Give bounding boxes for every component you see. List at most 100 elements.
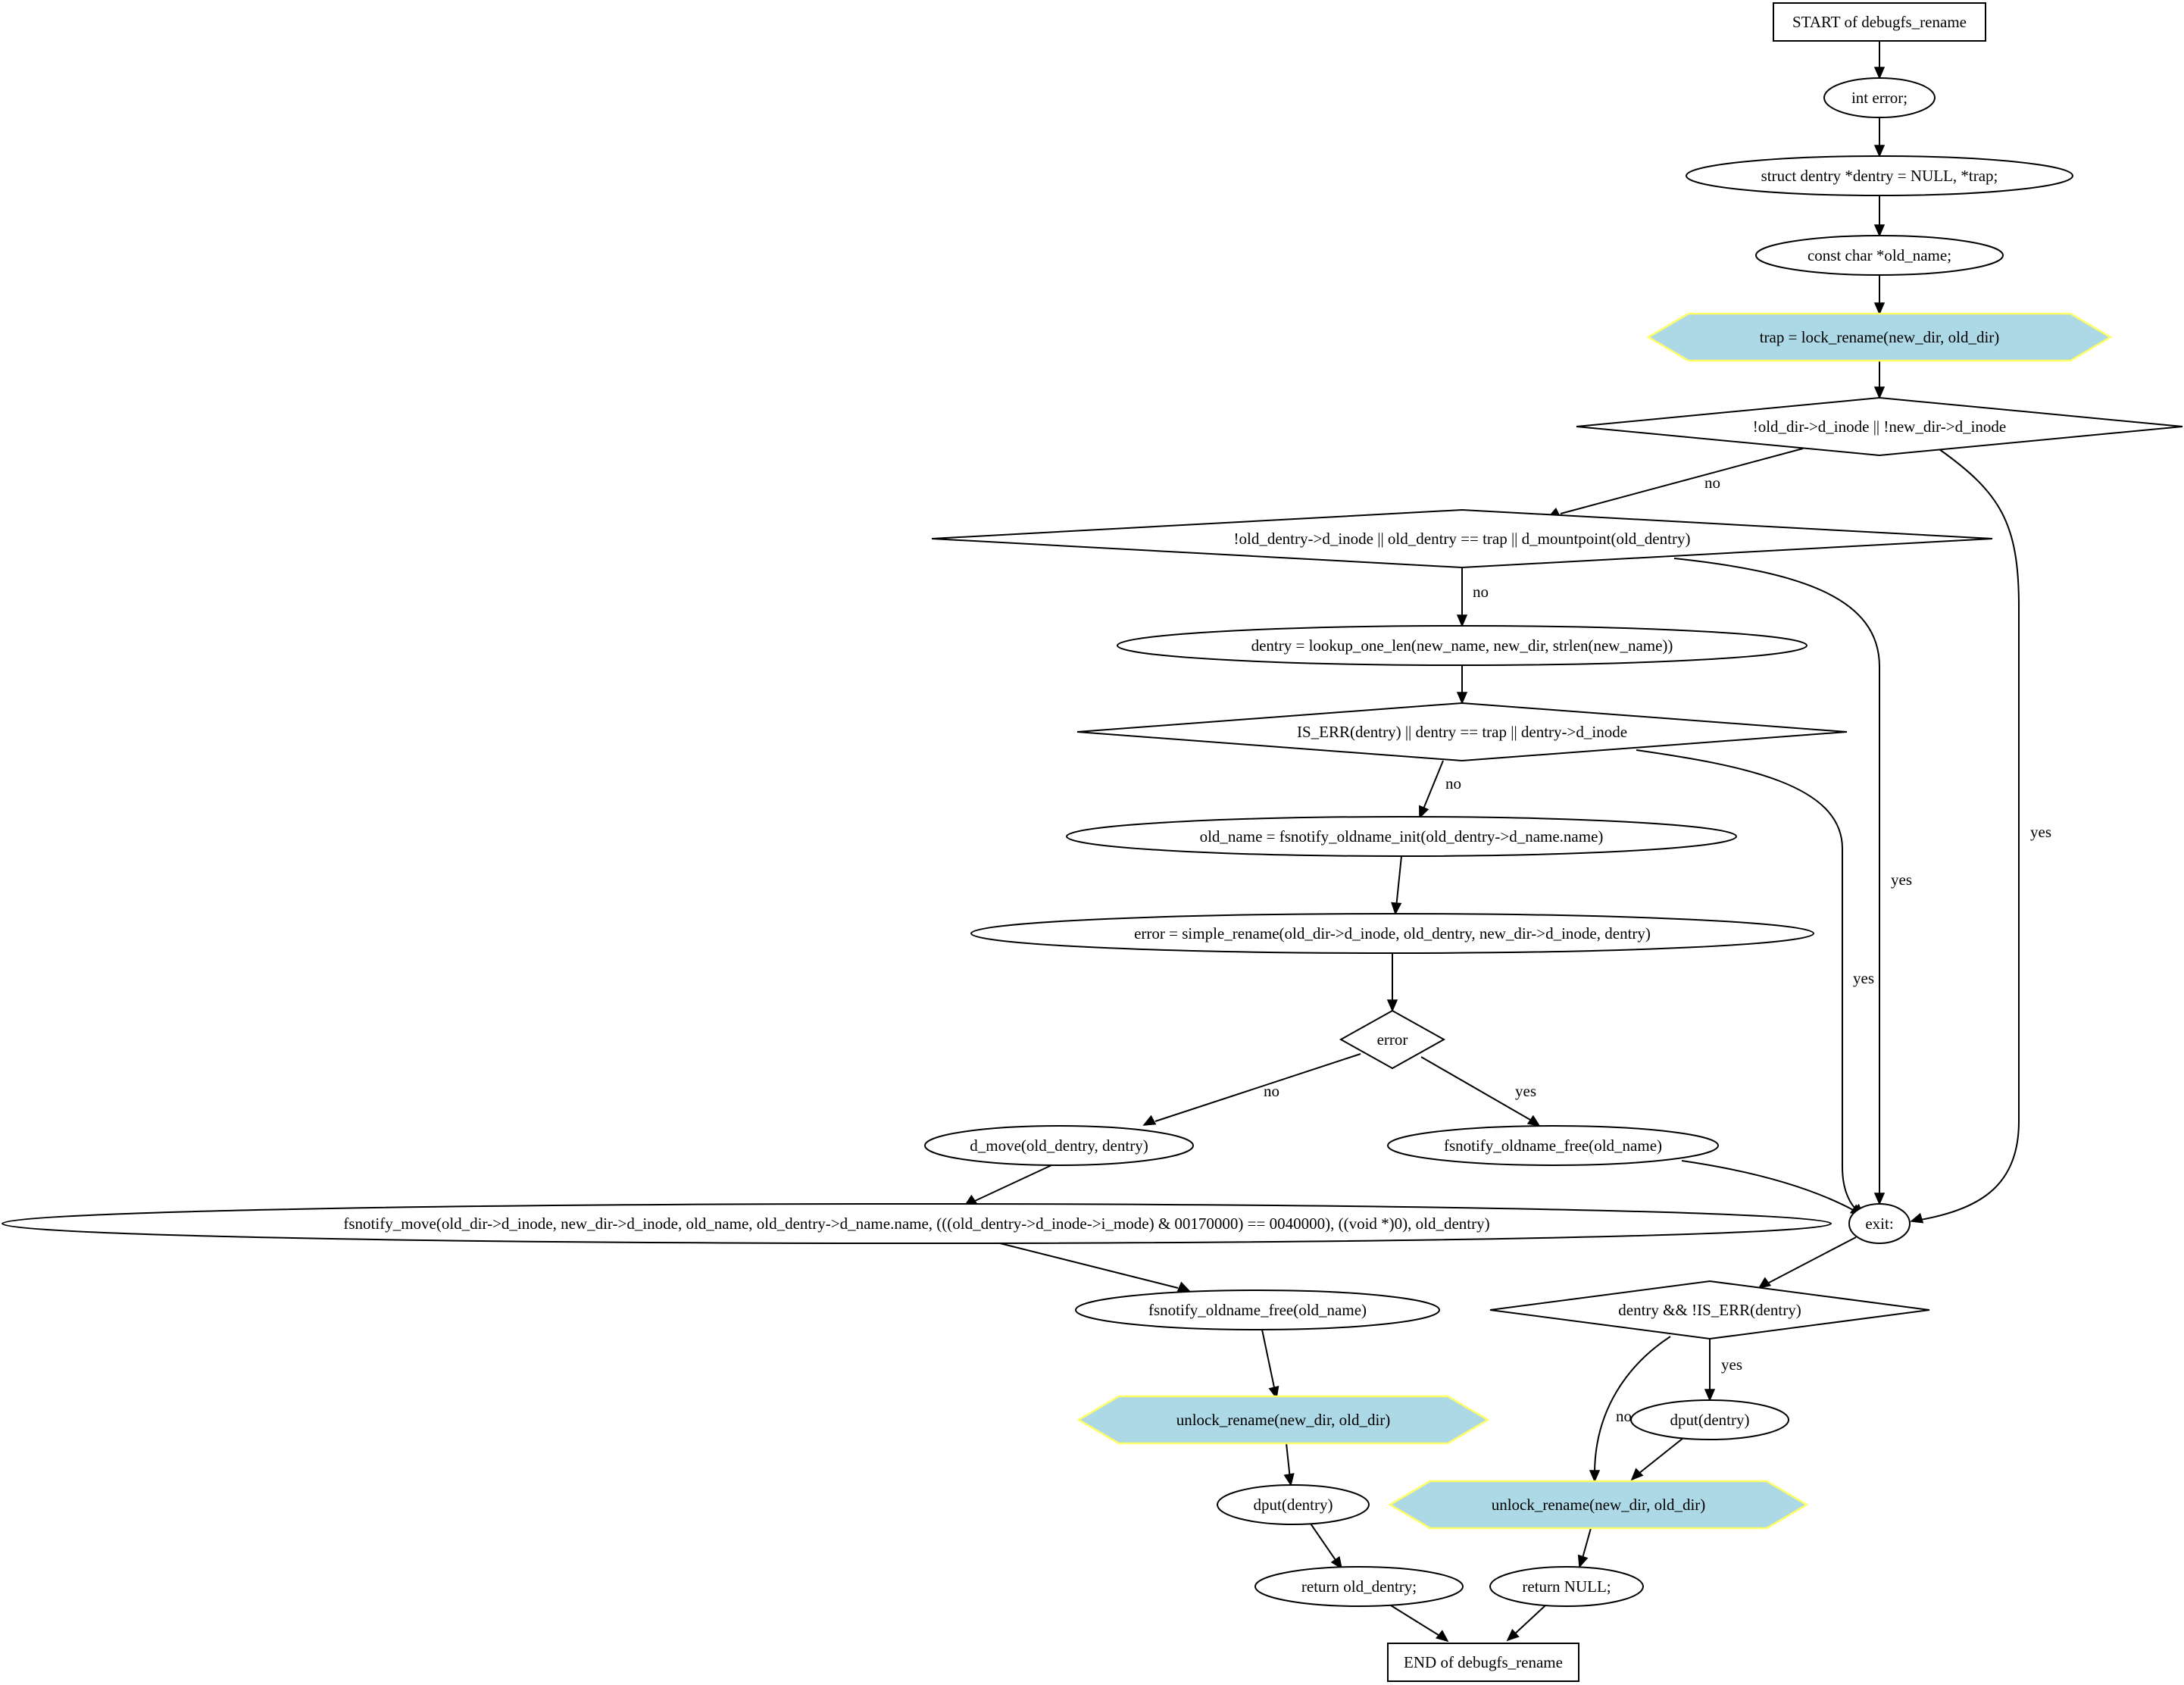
edge-label: yes xyxy=(1853,969,1874,987)
arrowhead xyxy=(1456,692,1468,705)
arrowhead xyxy=(1268,1385,1279,1399)
arrowhead xyxy=(1758,1277,1772,1290)
node-end: END of debugfs_rename xyxy=(1387,1643,1579,1682)
edge-n-dentry-decl-to-n-oldname-decl xyxy=(1873,195,1886,237)
edge-n-oldname-init-to-n-simple-rename xyxy=(1391,855,1402,915)
node-d-dir-inode: !old_dir->d_inode || !new_dir->d_inode xyxy=(1576,396,2183,457)
edge-d-dentry-ok-to-n-dput2 xyxy=(1704,1339,1716,1402)
node-label: error xyxy=(1377,1030,1408,1049)
edge-line xyxy=(1920,449,2020,1221)
node-n-error-decl: int error; xyxy=(1823,77,1936,118)
arrowhead xyxy=(1873,1193,1886,1205)
arrowhead xyxy=(1910,1212,1924,1224)
edge-label: yes xyxy=(2030,823,2051,841)
edge-d-dir-inode-to-n-exit xyxy=(1910,449,2020,1224)
edge-line xyxy=(1390,1605,1442,1637)
arrowhead xyxy=(1176,1281,1191,1292)
node-label: unlock_rename(new_dir, old_dir) xyxy=(1492,1496,1706,1514)
node-n-lookup: dentry = lookup_one_len(new_name, new_di… xyxy=(1117,625,1808,666)
edge-start-to-n-error-decl xyxy=(1873,41,1886,80)
node-n-unlock2: unlock_rename(new_dir, old_dir) xyxy=(1388,1480,1809,1530)
arrowhead xyxy=(1419,805,1429,819)
edge-n-exit-to-d-dentry-ok xyxy=(1758,1236,1857,1290)
edge-d-dir-inode-to-d-old-dentry xyxy=(1547,448,1804,518)
edge-label: no xyxy=(1616,1407,1632,1425)
arrowhead xyxy=(1577,1554,1589,1568)
arrowhead xyxy=(1456,614,1468,627)
node-shape xyxy=(931,508,1993,569)
node-n-d-move: d_move(old_dentry, dentry) xyxy=(924,1125,1194,1166)
arrowhead xyxy=(1873,145,1886,158)
edge-n-dput1-to-n-return-old xyxy=(1310,1523,1343,1570)
node-shape xyxy=(1388,1480,1809,1530)
edge-n-return-null-to-end xyxy=(1506,1605,1546,1642)
edge-line xyxy=(1420,1056,1531,1121)
edge-n-d-move-to-n-fsnotify-move xyxy=(964,1164,1052,1207)
node-shape xyxy=(1387,1125,1719,1166)
edge-d-old-dentry-to-n-exit xyxy=(1673,558,1886,1205)
arrowhead xyxy=(1391,902,1402,915)
edge-n-unlock2-to-n-return-null xyxy=(1577,1527,1592,1568)
edge-n-unlock1-to-n-dput1 xyxy=(1283,1443,1295,1486)
node-shape xyxy=(1489,1280,1930,1340)
node-shape xyxy=(1630,1399,1789,1440)
node-label: dput(dentry) xyxy=(1254,1496,1333,1514)
edge-label: yes xyxy=(1891,871,1912,889)
node-label: return NULL; xyxy=(1522,1577,1611,1596)
edge-n-lock-to-d-dir-inode xyxy=(1873,361,1886,399)
node-d-is-err: IS_ERR(dentry) || dentry == trap || dent… xyxy=(1076,702,1848,762)
node-label: error = simple_rename(old_dir->d_inode, … xyxy=(1134,924,1651,943)
edge-label: no xyxy=(1704,474,1720,492)
edge-line xyxy=(1560,448,1804,514)
edge-label: no xyxy=(1473,583,1489,601)
node-shape xyxy=(970,913,1814,954)
node-shape xyxy=(1076,1395,1490,1445)
node-shape xyxy=(1489,1566,1644,1607)
node-n-free2: fsnotify_oldname_free(old_name) xyxy=(1075,1290,1440,1330)
node-start: START of debugfs_rename xyxy=(1773,2,1986,42)
edge-n-error-decl-to-n-dentry-decl xyxy=(1873,117,1886,158)
arrowhead xyxy=(1386,999,1398,1012)
arrowhead xyxy=(1873,224,1886,237)
node-shape xyxy=(2,1203,1832,1244)
edge-n-fsnotify-move-to-n-free2 xyxy=(999,1243,1191,1292)
arrowhead xyxy=(1506,1628,1520,1642)
node-shape xyxy=(1848,1203,1911,1244)
edge-line xyxy=(1768,1236,1857,1283)
node-n-lock: trap = lock_rename(new_dir, old_dir) xyxy=(1646,312,2113,362)
node-label: START of debugfs_rename xyxy=(1792,13,1967,31)
node-label: fsnotify_move(old_dir->d_inode, new_dir-… xyxy=(343,1215,1489,1233)
node-shape xyxy=(1686,155,2073,196)
edge-line xyxy=(1395,855,1402,908)
node-label: d_move(old_dentry, dentry) xyxy=(970,1136,1148,1155)
node-shape xyxy=(1076,702,1848,762)
node-label: struct dentry *dentry = NULL, *trap; xyxy=(1761,167,1998,185)
edge-line xyxy=(1261,1329,1276,1392)
edge-n-simple-rename-to-d-error xyxy=(1386,953,1398,1012)
edge-label: no xyxy=(1445,774,1461,792)
node-shape xyxy=(1387,1643,1579,1682)
arrowhead xyxy=(1330,1555,1343,1570)
edge-line xyxy=(1638,1437,1684,1474)
node-n-dput1: dput(dentry) xyxy=(1217,1484,1370,1525)
node-shape xyxy=(1339,1009,1446,1070)
node-n-fsnotify-move: fsnotify_move(old_dir->d_inode, new_dir-… xyxy=(2,1203,1832,1244)
node-n-oldname-init: old_name = fsnotify_oldname_init(old_den… xyxy=(1066,816,1737,857)
edge-d-is-err-to-n-oldname-init xyxy=(1419,760,1444,819)
arrowhead xyxy=(1873,302,1886,315)
arrowhead xyxy=(1704,1389,1716,1402)
edge-d-error-to-n-free1 xyxy=(1420,1056,1541,1127)
node-n-dput2: dput(dentry) xyxy=(1630,1399,1789,1440)
node-shape xyxy=(1117,625,1808,666)
node-label: fsnotify_oldname_free(old_name) xyxy=(1444,1136,1662,1155)
arrowhead xyxy=(1436,1630,1449,1643)
node-n-oldname-decl: const char *old_name; xyxy=(1755,235,2004,276)
node-n-free1: fsnotify_oldname_free(old_name) xyxy=(1387,1125,1719,1166)
node-shape xyxy=(1646,312,2113,362)
edge-line xyxy=(1594,1336,1671,1474)
node-n-simple-rename: error = simple_rename(old_dir->d_inode, … xyxy=(970,913,1814,954)
edge-line xyxy=(1581,1527,1592,1562)
